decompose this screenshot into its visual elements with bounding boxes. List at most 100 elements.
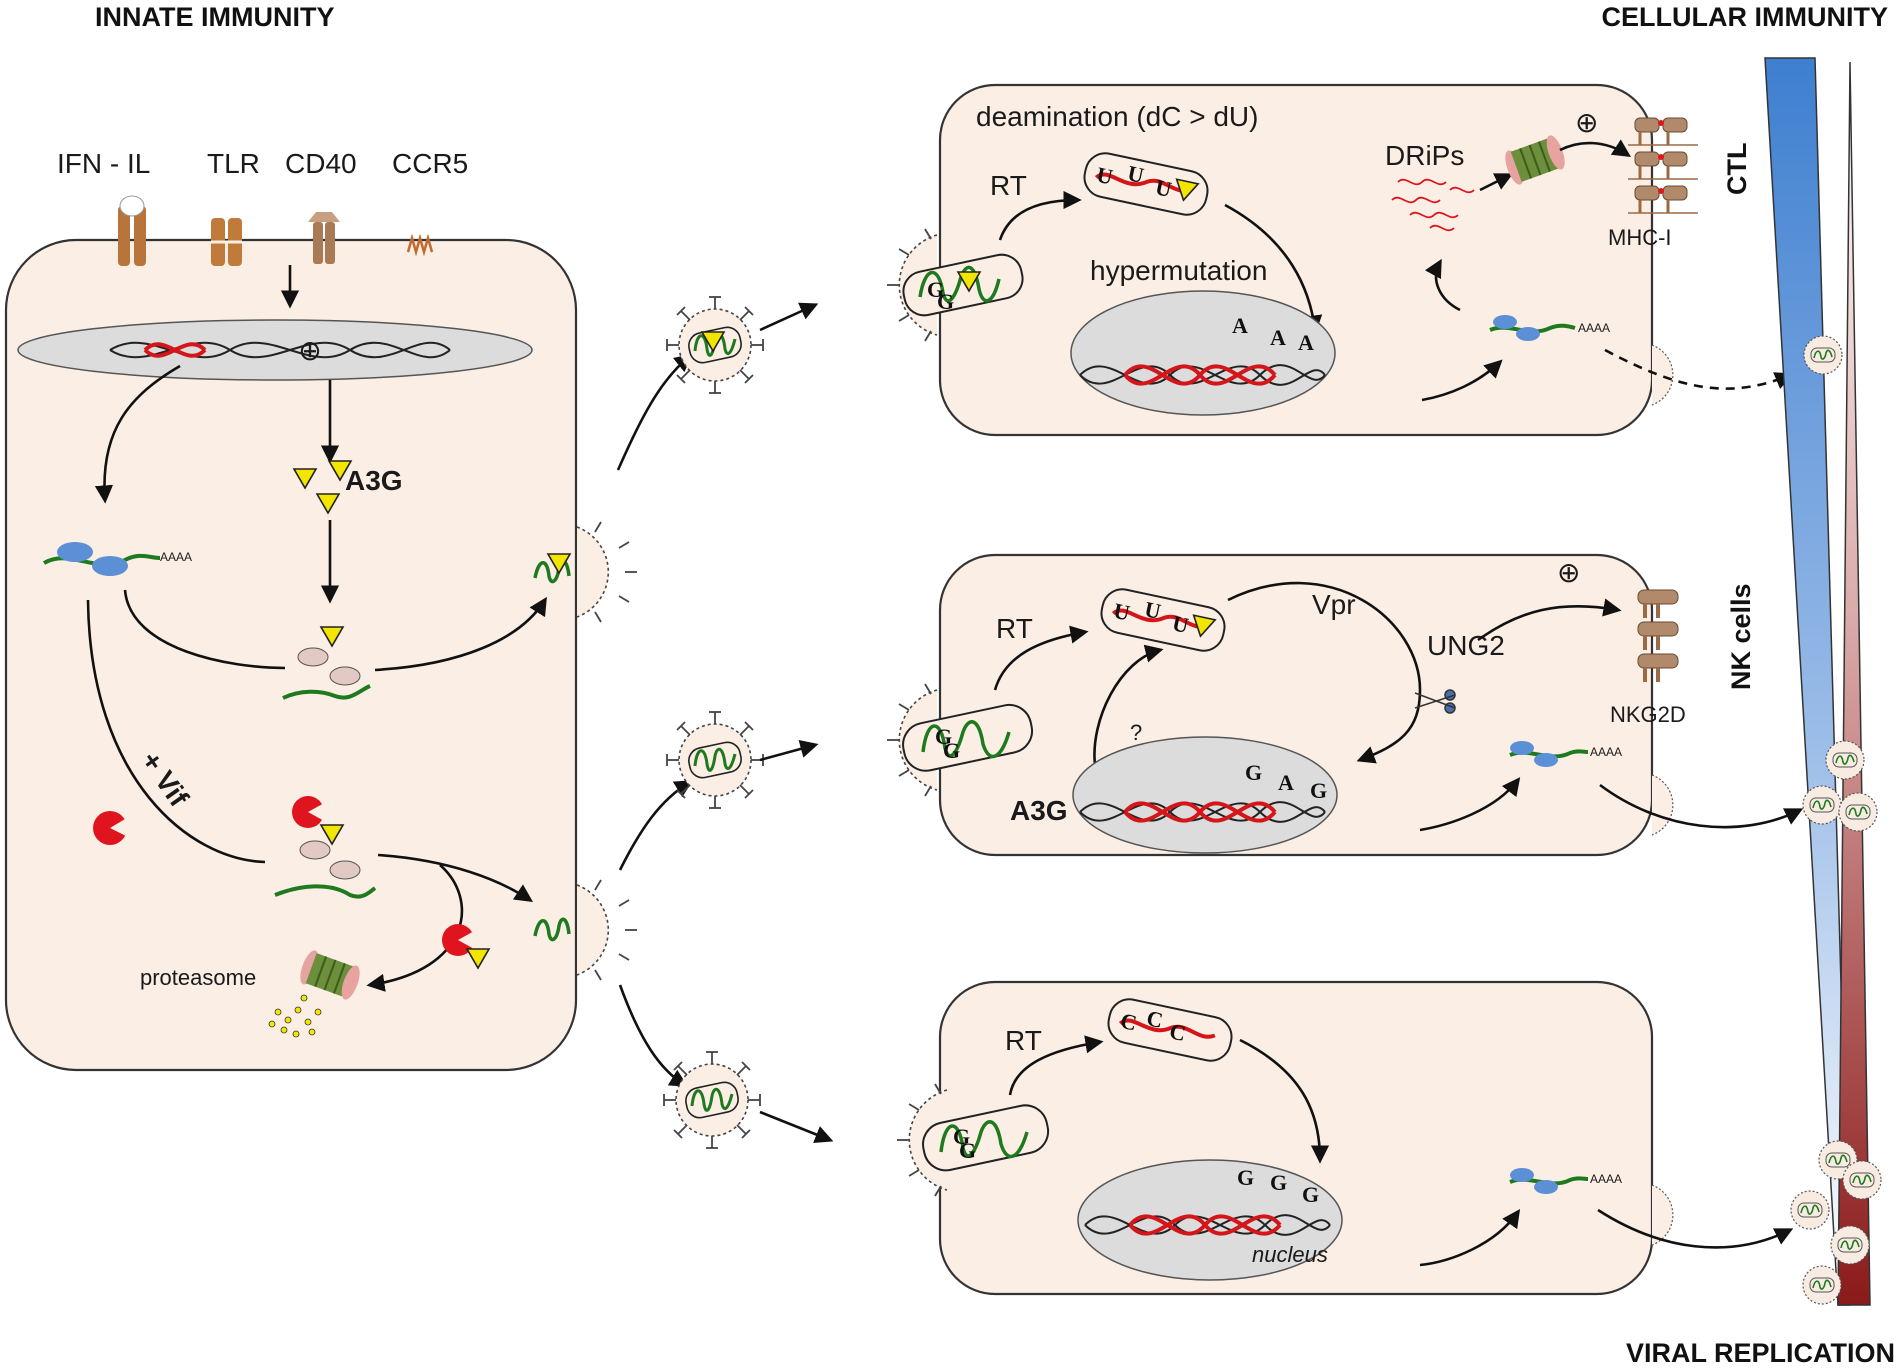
svg-text:U: U	[1170, 610, 1191, 638]
svg-text:G: G	[1310, 778, 1327, 803]
mrna-ribosome-icon	[1509, 1168, 1589, 1194]
svg-text:AAAA: AAAA	[1590, 1172, 1622, 1186]
cdna-mid: U U U	[1100, 588, 1226, 652]
branch-arrow-top	[616, 353, 693, 471]
ung2-label: UNG2	[1427, 630, 1505, 661]
svg-text:C: C	[1118, 1008, 1139, 1036]
virion-a3g	[665, 295, 765, 395]
a3g-label-mid: A3G	[1010, 795, 1068, 826]
cellular-immunity-header: CELLULAR IMMUNITY	[1602, 2, 1888, 32]
svg-text:U: U	[1125, 160, 1146, 188]
viral-replication-gradient-bar	[1837, 61, 1871, 1306]
released-virion	[1830, 1225, 1870, 1265]
proteasome-label: proteasome	[140, 965, 256, 990]
integrated-provirus-mid	[1079, 801, 1326, 823]
svg-text:G: G	[1237, 1165, 1254, 1190]
receptor-label-cd40: CD40	[285, 148, 357, 179]
released-virion	[1802, 1265, 1842, 1305]
entering-virion-bot: G G	[897, 1083, 1050, 1197]
svg-text:A: A	[1232, 313, 1248, 338]
mrna-ribosome-icon	[1509, 741, 1589, 767]
svg-text:C: C	[1167, 1018, 1188, 1046]
ifn-il-receptor-icon	[118, 195, 146, 266]
transcription-plus-icon: ⊕	[298, 335, 321, 366]
mrna-ribosome-icon	[1489, 315, 1576, 341]
viral-replication-header: VIRAL REPLICATION	[1626, 1338, 1895, 1368]
virion	[665, 710, 765, 810]
released-virion	[1802, 785, 1842, 825]
nk-cells-label: NK cells	[1726, 583, 1756, 690]
receptor-label-ccr5: CCR5	[392, 148, 468, 179]
ccr5-receptor-icon	[406, 233, 434, 257]
entering-virion-mid: G G	[887, 683, 1034, 797]
svg-text:A: A	[1270, 325, 1286, 350]
nucleus-mid	[1072, 736, 1338, 854]
release-arrow-mid	[1599, 783, 1804, 829]
nkg2d-icon	[1637, 589, 1679, 682]
nucleus-top	[1070, 290, 1336, 416]
budding-virion	[533, 879, 637, 981]
deamination-label: deamination (dC > dU)	[976, 101, 1258, 132]
released-virion	[1825, 740, 1865, 780]
mrna-export-arrow	[94, 364, 181, 504]
tlr-receptor-icon	[211, 218, 242, 266]
mhc-i-label: MHC-I	[1608, 225, 1672, 250]
svg-text:U: U	[1111, 598, 1132, 626]
branch-arrow-bot	[618, 984, 689, 1087]
proteasome-icon	[300, 950, 360, 1000]
innate-immunity-header: INNATE IMMUNITY	[95, 2, 334, 32]
left-nucleus	[17, 319, 533, 381]
released-virion	[1803, 335, 1843, 375]
presentation-plus-icon: ⊕	[1575, 107, 1598, 138]
svg-text:U: U	[1094, 162, 1115, 190]
svg-text:C: C	[1145, 1005, 1166, 1033]
svg-text:U: U	[1153, 174, 1174, 202]
proteasome-icon-top	[1505, 135, 1565, 185]
rt-label-mid: RT	[996, 613, 1033, 644]
entering-virion-top: G G	[887, 228, 1024, 342]
receptor-label-tlr: TLR	[207, 148, 260, 179]
packaging-arrow-vif	[377, 853, 534, 903]
packaging-arrow	[374, 596, 547, 672]
svg-text:G: G	[1245, 760, 1262, 785]
mrna-ribosome-icon	[43, 542, 161, 576]
svg-text:AAAA: AAAA	[1578, 321, 1610, 335]
vif-a3g-complex-icon	[274, 796, 377, 899]
budding-virion-a3g	[533, 521, 637, 623]
svg-text:G: G	[937, 289, 954, 314]
svg-text:G: G	[1270, 1170, 1287, 1195]
release-arrow-bot	[1597, 1208, 1794, 1249]
rt-label-top: RT	[990, 170, 1027, 201]
vif-icon	[93, 811, 130, 845]
cd40-receptor-icon	[308, 212, 340, 264]
svg-text:G: G	[1302, 1182, 1319, 1207]
mhc-i-icon	[1628, 117, 1698, 214]
nk-activation-plus-icon: ⊕	[1557, 557, 1580, 588]
svg-text:G: G	[927, 277, 944, 302]
released-virion	[1842, 1160, 1882, 1200]
cdna-bot: C C C	[1107, 998, 1233, 1062]
unknown-mechanism-label: ?	[1130, 720, 1142, 745]
svg-text:G: G	[953, 1124, 970, 1149]
rna-strand	[282, 684, 371, 700]
peptide-fragments-icon	[268, 994, 322, 1038]
drips-label: DRiPs	[1385, 140, 1464, 171]
virion	[662, 1050, 762, 1150]
vif-pathway-line	[86, 599, 266, 864]
polya-tail: AAAA	[160, 550, 192, 564]
released-virion	[1790, 1190, 1830, 1230]
drips-icon	[1391, 178, 1475, 232]
ctl-gradient-bar	[1764, 57, 1851, 1306]
integrated-provirus-top	[1079, 364, 1326, 386]
svg-text:G: G	[943, 738, 960, 763]
hypermutation-label: hypermutation	[1090, 255, 1267, 286]
svg-text:AAAA: AAAA	[1590, 745, 1622, 759]
ctl-label: CTL	[1722, 143, 1752, 195]
scissors-icon	[1414, 689, 1456, 714]
vif-a3g-degraded-icon	[442, 924, 490, 969]
integrated-provirus-bot	[1084, 1214, 1331, 1236]
receptor-label-ifn-il: IFN - IL	[57, 148, 150, 179]
nucleus-label: nucleus	[1252, 1242, 1328, 1267]
branch-arrow-mid	[618, 780, 694, 871]
